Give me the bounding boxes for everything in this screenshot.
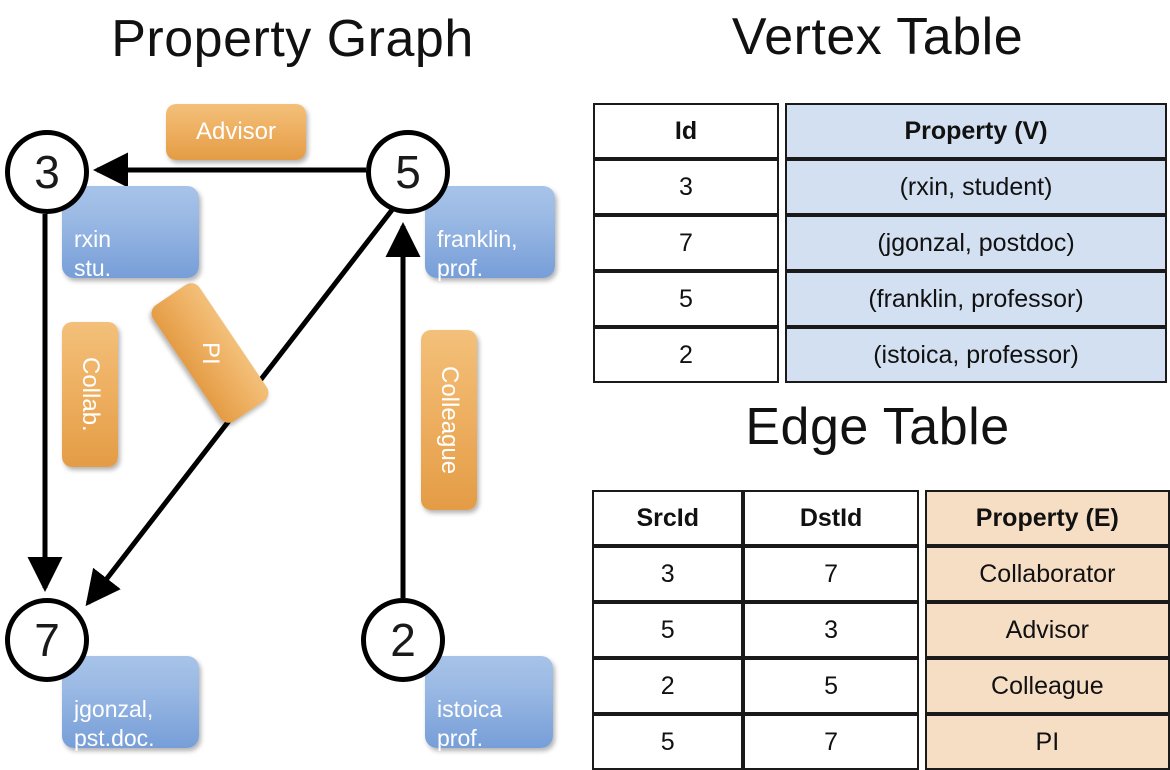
vertex-property-box-5[interactable]: franklin, prof.: [425, 186, 555, 281]
graph-node-7[interactable]: 7: [5, 598, 89, 682]
vertex-table-header-id: Id: [593, 103, 779, 159]
vertex-table-row[interactable]: 7 (jgonzal, postdoc): [593, 215, 1167, 271]
graph-node-7-label: 7: [34, 614, 60, 666]
vertex-property-box-3[interactable]: rxin stu.: [62, 186, 199, 281]
graph-node-2[interactable]: 2: [361, 598, 445, 682]
graph-node-5-label: 5: [395, 146, 421, 198]
edge-label-advisor-text: Advisor: [195, 118, 277, 145]
vertex-row-1-id: 7: [593, 215, 779, 271]
edge-row-1-property: Advisor: [924, 602, 1170, 658]
edge-row-1-srcid: 5: [592, 602, 744, 658]
vertex-table-row[interactable]: 3 (rxin, student): [593, 159, 1167, 215]
edge-row-0-property: Collaborator: [924, 546, 1170, 602]
edge-label-advisor[interactable]: Advisor: [166, 104, 306, 160]
edge-table-header-dstid: DstId: [743, 490, 919, 546]
edge-row-1-dstid: 3: [743, 602, 919, 658]
edge-table-header-row: SrcId DstId Property (E): [592, 490, 1170, 546]
edge-label-colleague[interactable]: Colleague: [421, 330, 477, 510]
vertex-table-row[interactable]: 2 (istoica, professor): [593, 327, 1167, 383]
edge-label-collab[interactable]: Collab.: [62, 322, 118, 467]
graph-node-5[interactable]: 5: [366, 130, 450, 214]
vertex-property-box-2[interactable]: istoica prof.: [425, 656, 553, 751]
vertex-property-box-7-text: jgonzal, pst.doc.: [74, 696, 155, 751]
edge-table-row[interactable]: 5 7 PI: [592, 714, 1170, 770]
edge-label-pi-text: PI: [197, 341, 224, 365]
edge-row-0-srcid: 3: [592, 546, 744, 602]
vertex-row-3-property: (istoica, professor): [785, 327, 1167, 383]
edge-table-row[interactable]: 3 7 Collaborator: [592, 546, 1170, 602]
vertex-row-0-property: (rxin, student): [785, 159, 1167, 215]
vertex-row-2-id: 5: [593, 271, 779, 327]
vertex-property-box-7[interactable]: jgonzal, pst.doc.: [62, 656, 199, 751]
vertex-row-1-property: (jgonzal, postdoc): [785, 215, 1167, 271]
vertex-property-box-5-text: franklin, prof.: [437, 226, 518, 281]
graph-node-2-label: 2: [390, 614, 416, 666]
page-title-property-graph: Property Graph: [111, 10, 474, 68]
edge-table: SrcId DstId Property (E) 3 7 Collaborato…: [592, 490, 1170, 770]
graph-node-3-label: 3: [34, 146, 60, 198]
edge-row-2-property: Colleague: [924, 658, 1170, 714]
page-title-edge-table: Edge Table: [745, 398, 1010, 456]
vertex-row-3-id: 2: [593, 327, 779, 383]
edge-label-collab-text: Collab.: [77, 357, 104, 432]
vertex-row-2-property: (franklin, professor): [785, 271, 1167, 327]
vertex-table-row[interactable]: 5 (franklin, professor): [593, 271, 1167, 327]
edge-row-0-dstid: 7: [743, 546, 919, 602]
vertex-table: Id Property (V) 3 (rxin, student) 7 (jgo…: [593, 103, 1167, 383]
page-title-vertex-table: Vertex Table: [731, 8, 1024, 66]
edge-row-3-property: PI: [924, 714, 1170, 770]
vertex-property-box-2-text: istoica prof.: [437, 696, 503, 751]
edge-table-row[interactable]: 2 5 Colleague: [592, 658, 1170, 714]
edge-row-3-dstid: 7: [743, 714, 919, 770]
vertex-row-0-id: 3: [593, 159, 779, 215]
edge-label-colleague-text: Colleague: [436, 365, 463, 475]
edge-table-row[interactable]: 5 3 Advisor: [592, 602, 1170, 658]
vertex-table-header-row: Id Property (V): [593, 103, 1167, 159]
edge-row-3-srcid: 5: [592, 714, 744, 770]
vertex-property-box-3-text: rxin stu.: [74, 226, 112, 281]
edge-table-header-srcid: SrcId: [592, 490, 744, 546]
edge-row-2-srcid: 2: [592, 658, 744, 714]
edge-row-2-dstid: 5: [743, 658, 919, 714]
graph-node-3[interactable]: 3: [5, 130, 89, 214]
edge-table-header-property: Property (E): [924, 490, 1170, 546]
vertex-table-header-property: Property (V): [785, 103, 1167, 159]
